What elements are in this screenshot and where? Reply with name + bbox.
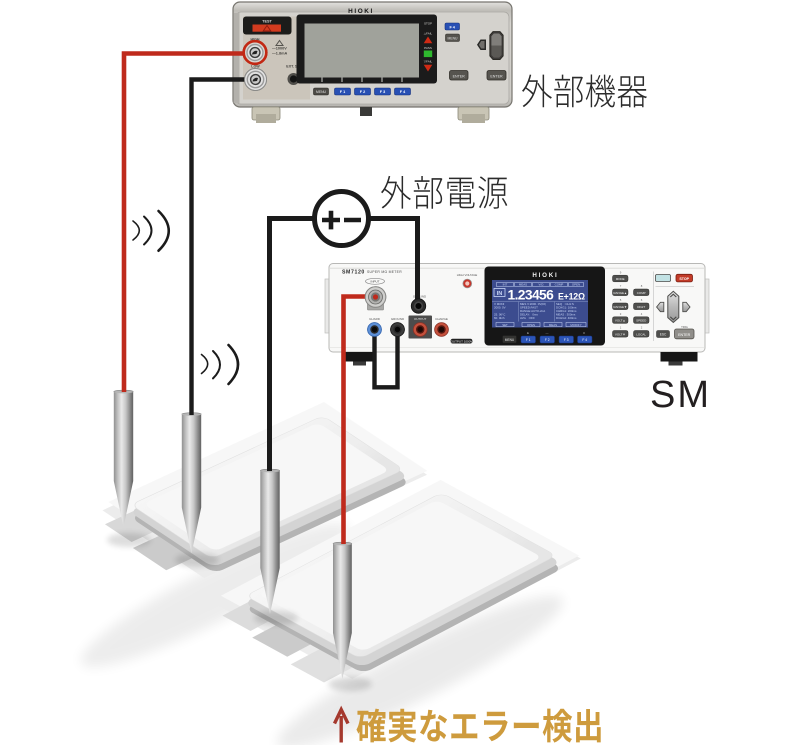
svg-text:STOP: STOP xyxy=(679,277,689,281)
svg-text:OPEN: OPEN xyxy=(527,323,535,327)
svg-text:CHRG1: 200ms: CHRG1: 200ms xyxy=(556,309,577,313)
svg-text:0: 0 xyxy=(583,331,585,335)
svg-text:DCHG1: 100ms: DCHG1: 100ms xyxy=(556,306,577,310)
svg-text:F 1: F 1 xyxy=(340,90,346,94)
svg-text:2: 2 xyxy=(641,326,643,330)
svg-text:HIGH: HIGH xyxy=(251,38,260,42)
svg-text:MODE: MODE xyxy=(616,277,625,281)
svg-text:MENU: MENU xyxy=(316,90,327,94)
svg-text:SET: SET xyxy=(502,323,508,327)
svg-text:F 1: F 1 xyxy=(526,338,531,342)
svg-text:MEAS : 300ms: MEAS : 300ms xyxy=(556,313,576,317)
svg-text:6: 6 xyxy=(641,298,643,302)
svg-text:DCHG2: 400ms: DCHG2: 400ms xyxy=(556,316,577,320)
svg-text:7: 7 xyxy=(620,284,622,288)
svg-text:4: 4 xyxy=(641,312,643,316)
svg-text:PASS: PASS xyxy=(424,46,432,50)
svg-text:EXT. SW: EXT. SW xyxy=(286,65,301,69)
svg-text:DELAY: 0ms: DELAY: 0ms xyxy=(520,313,538,317)
svg-text:F 2: F 2 xyxy=(360,90,366,94)
svg-text:IN: IN xyxy=(497,291,503,297)
svg-text:F 4: F 4 xyxy=(400,90,406,94)
svg-text:COMP: COMP xyxy=(555,283,564,287)
svg-text:INT: INT xyxy=(503,283,508,287)
svg-text:—: — xyxy=(546,331,549,335)
svg-text:AVG :OFF: AVG :OFF xyxy=(520,316,535,320)
svg-text:▽FAIL: ▽FAIL xyxy=(424,60,433,64)
svg-text:MENU: MENU xyxy=(448,37,459,41)
svg-text:SUPER MΩ METER: SUPER MΩ METER xyxy=(367,270,402,274)
svg-text:V MONI: V MONI xyxy=(494,302,504,306)
svg-text:DIGIT: DIGIT xyxy=(637,305,645,309)
svg-text:△FAIL: △FAIL xyxy=(424,32,433,36)
svg-text:OPEN: OPEN xyxy=(572,283,580,287)
svg-text:TEST: TEST xyxy=(262,20,272,24)
svg-text:60. 0krh: 60. 0krh xyxy=(494,316,505,320)
svg-text:COMP: COMP xyxy=(637,291,646,295)
svg-text:.: . xyxy=(566,331,567,335)
svg-text:GROUND: GROUND xyxy=(391,317,405,321)
svg-text:5: 5 xyxy=(620,298,622,302)
svg-text:MES V:2000. 0V(DI): MES V:2000. 0V(DI) xyxy=(520,302,546,306)
svg-text:8: 8 xyxy=(641,284,643,288)
svg-text:VOLT▲: VOLT▲ xyxy=(615,319,626,323)
svg-text:F 2: F 2 xyxy=(545,338,550,342)
svg-text:INPUT: INPUT xyxy=(371,280,380,284)
svg-text:F 4: F 4 xyxy=(582,338,587,342)
svg-text:SM: SM xyxy=(650,374,711,416)
svg-text:OUTPUT 1000V: OUTPUT 1000V xyxy=(451,339,473,343)
svg-text:HIGH VOLTAGE: HIGH VOLTAGE xyxy=(457,273,478,277)
svg-text:RANGE▲: RANGE▲ xyxy=(613,291,627,295)
svg-text:SPEED:FAST: SPEED:FAST xyxy=(520,306,538,310)
svg-text:HIOKI: HIOKI xyxy=(348,8,374,15)
svg-text:3: 3 xyxy=(620,312,622,316)
svg-text:E: E xyxy=(527,331,529,335)
svg-text:ENTER: ENTER xyxy=(490,74,503,78)
svg-text:—1000V: —1000V xyxy=(272,47,287,51)
svg-text:SEQ :CH1:S: SEQ :CH1:S xyxy=(556,302,574,306)
svg-text:TRIG: TRIG xyxy=(681,325,688,329)
svg-text:LOCAL: LOCAL xyxy=(636,332,646,336)
svg-text:LOW: LOW xyxy=(251,65,260,69)
svg-text:1: 1 xyxy=(620,326,622,330)
svg-text:CHARGE: CHARGE xyxy=(435,317,448,321)
svg-text:RANGE:AUTO-2nA: RANGE:AUTO-2nA xyxy=(520,309,545,313)
svg-text:F 4: F 4 xyxy=(449,25,455,29)
svg-text:F 3: F 3 xyxy=(380,90,386,94)
svg-text:RANGE▼: RANGE▼ xyxy=(613,305,627,309)
svg-text:9: 9 xyxy=(620,270,622,274)
svg-text:V/Ω: V/Ω xyxy=(539,283,545,287)
svg-text:2000. 0V: 2000. 0V xyxy=(494,306,506,310)
svg-text:ENTER: ENTER xyxy=(453,74,466,78)
svg-text:MENU: MENU xyxy=(505,338,515,342)
svg-text:VOLT▼: VOLT▼ xyxy=(615,332,626,336)
svg-text:GUARD: GUARD xyxy=(369,317,381,321)
svg-text:SM7120: SM7120 xyxy=(342,270,365,276)
svg-text:STOP: STOP xyxy=(424,22,432,26)
svg-text:MEAS: MEAS xyxy=(519,283,527,287)
svg-text:E+12Ω: E+12Ω xyxy=(558,292,585,302)
svg-text:F 3: F 3 xyxy=(564,338,569,342)
svg-text:ESC: ESC xyxy=(660,333,667,337)
svg-text:MODIFY: MODIFY xyxy=(570,323,581,327)
svg-text:MEAS: MEAS xyxy=(549,323,557,327)
svg-text:HIOKI: HIOKI xyxy=(532,272,558,279)
svg-text:ENTER: ENTER xyxy=(678,333,691,337)
svg-text:25. 06°C: 25. 06°C xyxy=(494,313,505,317)
svg-text:—1.8mA: —1.8mA xyxy=(272,52,287,56)
svg-text:1.23456: 1.23456 xyxy=(508,288,555,303)
svg-text:OUTPUT: OUTPUT xyxy=(414,317,427,321)
svg-text:SPEED: SPEED xyxy=(636,319,647,323)
